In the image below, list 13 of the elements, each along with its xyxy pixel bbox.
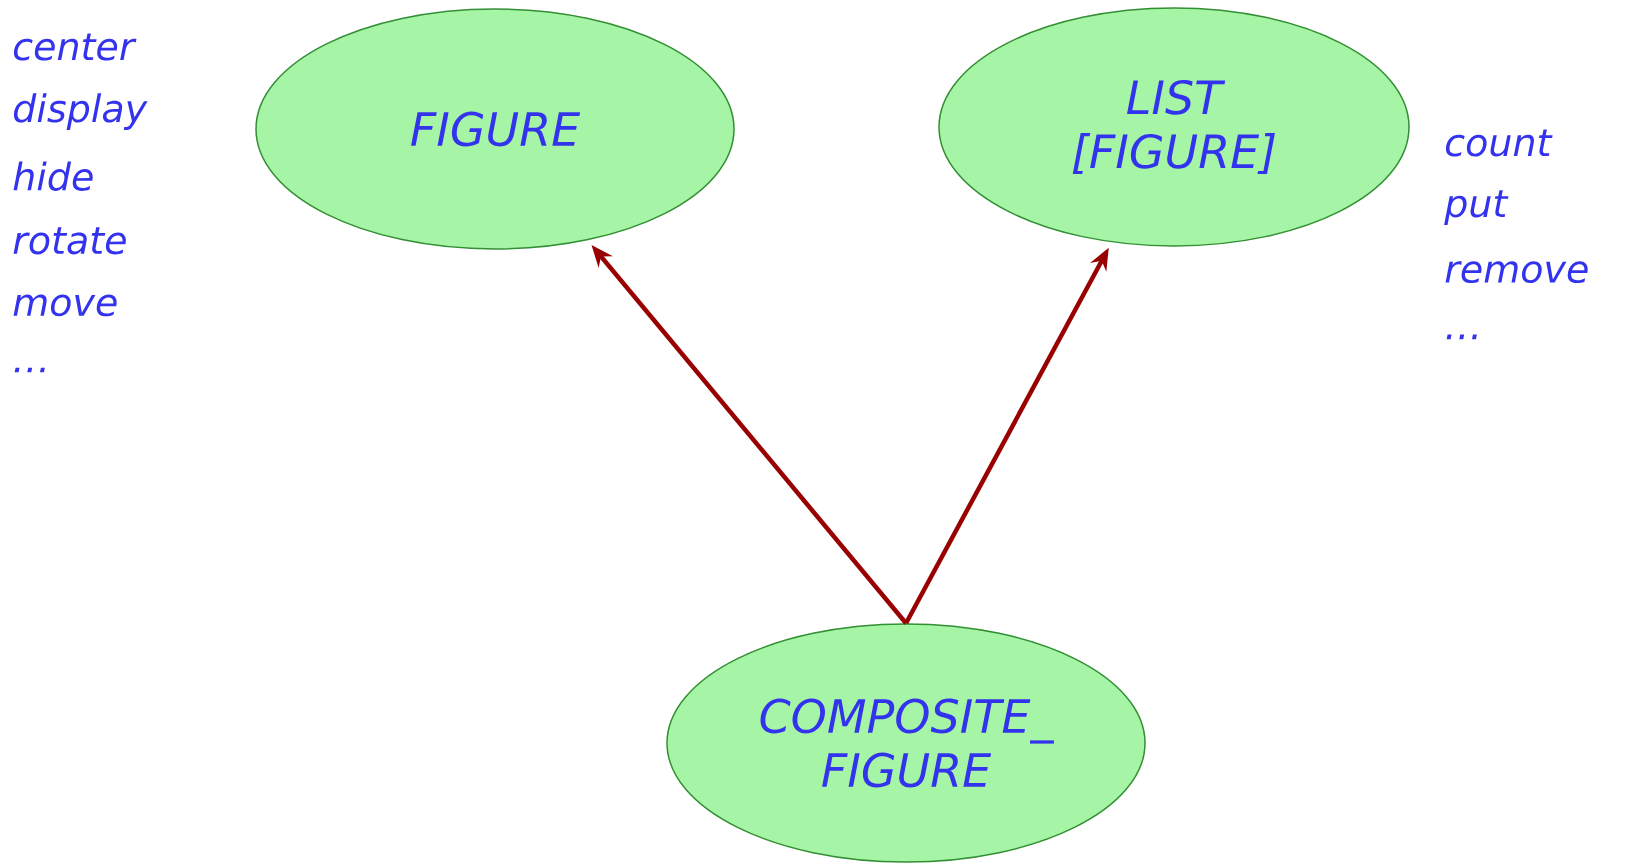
feature-name: … [14, 367, 45, 373]
ellipse-node: LIST [FIGURE] [938, 7, 1410, 247]
feature-name: … [1446, 334, 1477, 340]
ellipse-node: COMPOSITE_ FIGURE [666, 623, 1146, 863]
feature-name: remove [1445, 261, 1588, 284]
ellipse-node: FIGURE [255, 8, 735, 250]
feature-name: center [13, 33, 137, 61]
feature-name: count [1445, 129, 1553, 157]
feature-name: rotate [13, 227, 126, 255]
feature-name: display [13, 93, 148, 130]
feature-name: move [13, 294, 117, 317]
feature-name: hide [13, 161, 93, 191]
feature-name: put [1444, 190, 1509, 225]
